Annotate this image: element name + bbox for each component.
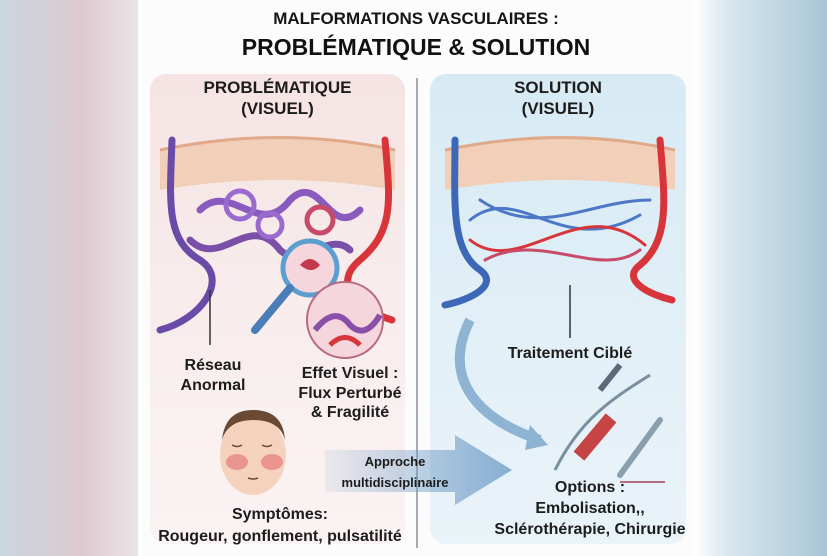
- skin-layer-right: [444, 136, 676, 190]
- arrow-label-line2: multidisciplinaire: [341, 474, 449, 490]
- arrow-label: Approche multidisciplinaire: [330, 452, 460, 494]
- solution-heading-line2: (VISUEL): [521, 98, 595, 118]
- divider: [416, 78, 418, 548]
- problem-heading-line2: (VISUEL): [241, 98, 314, 118]
- options-label: Options : Embolisation,, Sclérothérapie,…: [470, 478, 710, 540]
- zoomed-vessel-detail: [306, 281, 384, 359]
- multidisciplinary-arrow: [325, 435, 512, 505]
- title-line2: PROBLÉMATIQUE & SOLUTION: [241, 34, 591, 60]
- title-line1: MALFORMATIONS VASCULAIRES :: [273, 9, 559, 28]
- targeted-treatment-label: Traitement Ciblé: [507, 345, 633, 362]
- symptoms-text: Rougeur, gonflement, pulsatilité: [158, 527, 402, 545]
- problem-heading: PROBLÉMATIQUE (VISUEL): [150, 78, 405, 119]
- visual-effect-line3: & Fragilité: [310, 404, 390, 422]
- problem-heading-line1: PROBLÉMATIQUE: [203, 78, 352, 97]
- solution-heading-line1: SOLUTION: [514, 78, 602, 97]
- patient-face-illustration: [220, 410, 286, 495]
- curved-arrow: [454, 317, 542, 445]
- options-title: Options :: [554, 479, 626, 496]
- magnifier-icon: [251, 238, 340, 334]
- options-line1: Embolisation,,: [535, 499, 645, 517]
- syringe-and-catheter-icon: [553, 363, 665, 483]
- symptoms-title: Symptômes:: [231, 506, 329, 523]
- solution-heading: SOLUTION (VISUEL): [430, 78, 686, 119]
- abnormal-network-line2: Anormal: [180, 376, 246, 394]
- visual-effect-label: Effet Visuel : Flux Perturbé & Fragilité: [285, 364, 415, 423]
- symptoms-label: Symptômes: Rougeur, gonflement, pulsatil…: [130, 504, 430, 547]
- arrow-label-line1: Approche: [364, 454, 426, 469]
- visual-effect-line2: Flux Perturbé: [298, 384, 402, 402]
- abnormal-network-label: Réseau Anormal: [168, 356, 258, 395]
- abnormal-network-line1: Réseau: [184, 357, 242, 374]
- visual-effect-line1: Effet Visuel :: [301, 365, 399, 382]
- skin-layer-left: [159, 136, 396, 190]
- healthy-vessel-network-illustration: [441, 136, 676, 309]
- curved-arrow-head: [525, 425, 548, 450]
- options-line2: Sclérothérapie, Chirurgie: [494, 520, 686, 538]
